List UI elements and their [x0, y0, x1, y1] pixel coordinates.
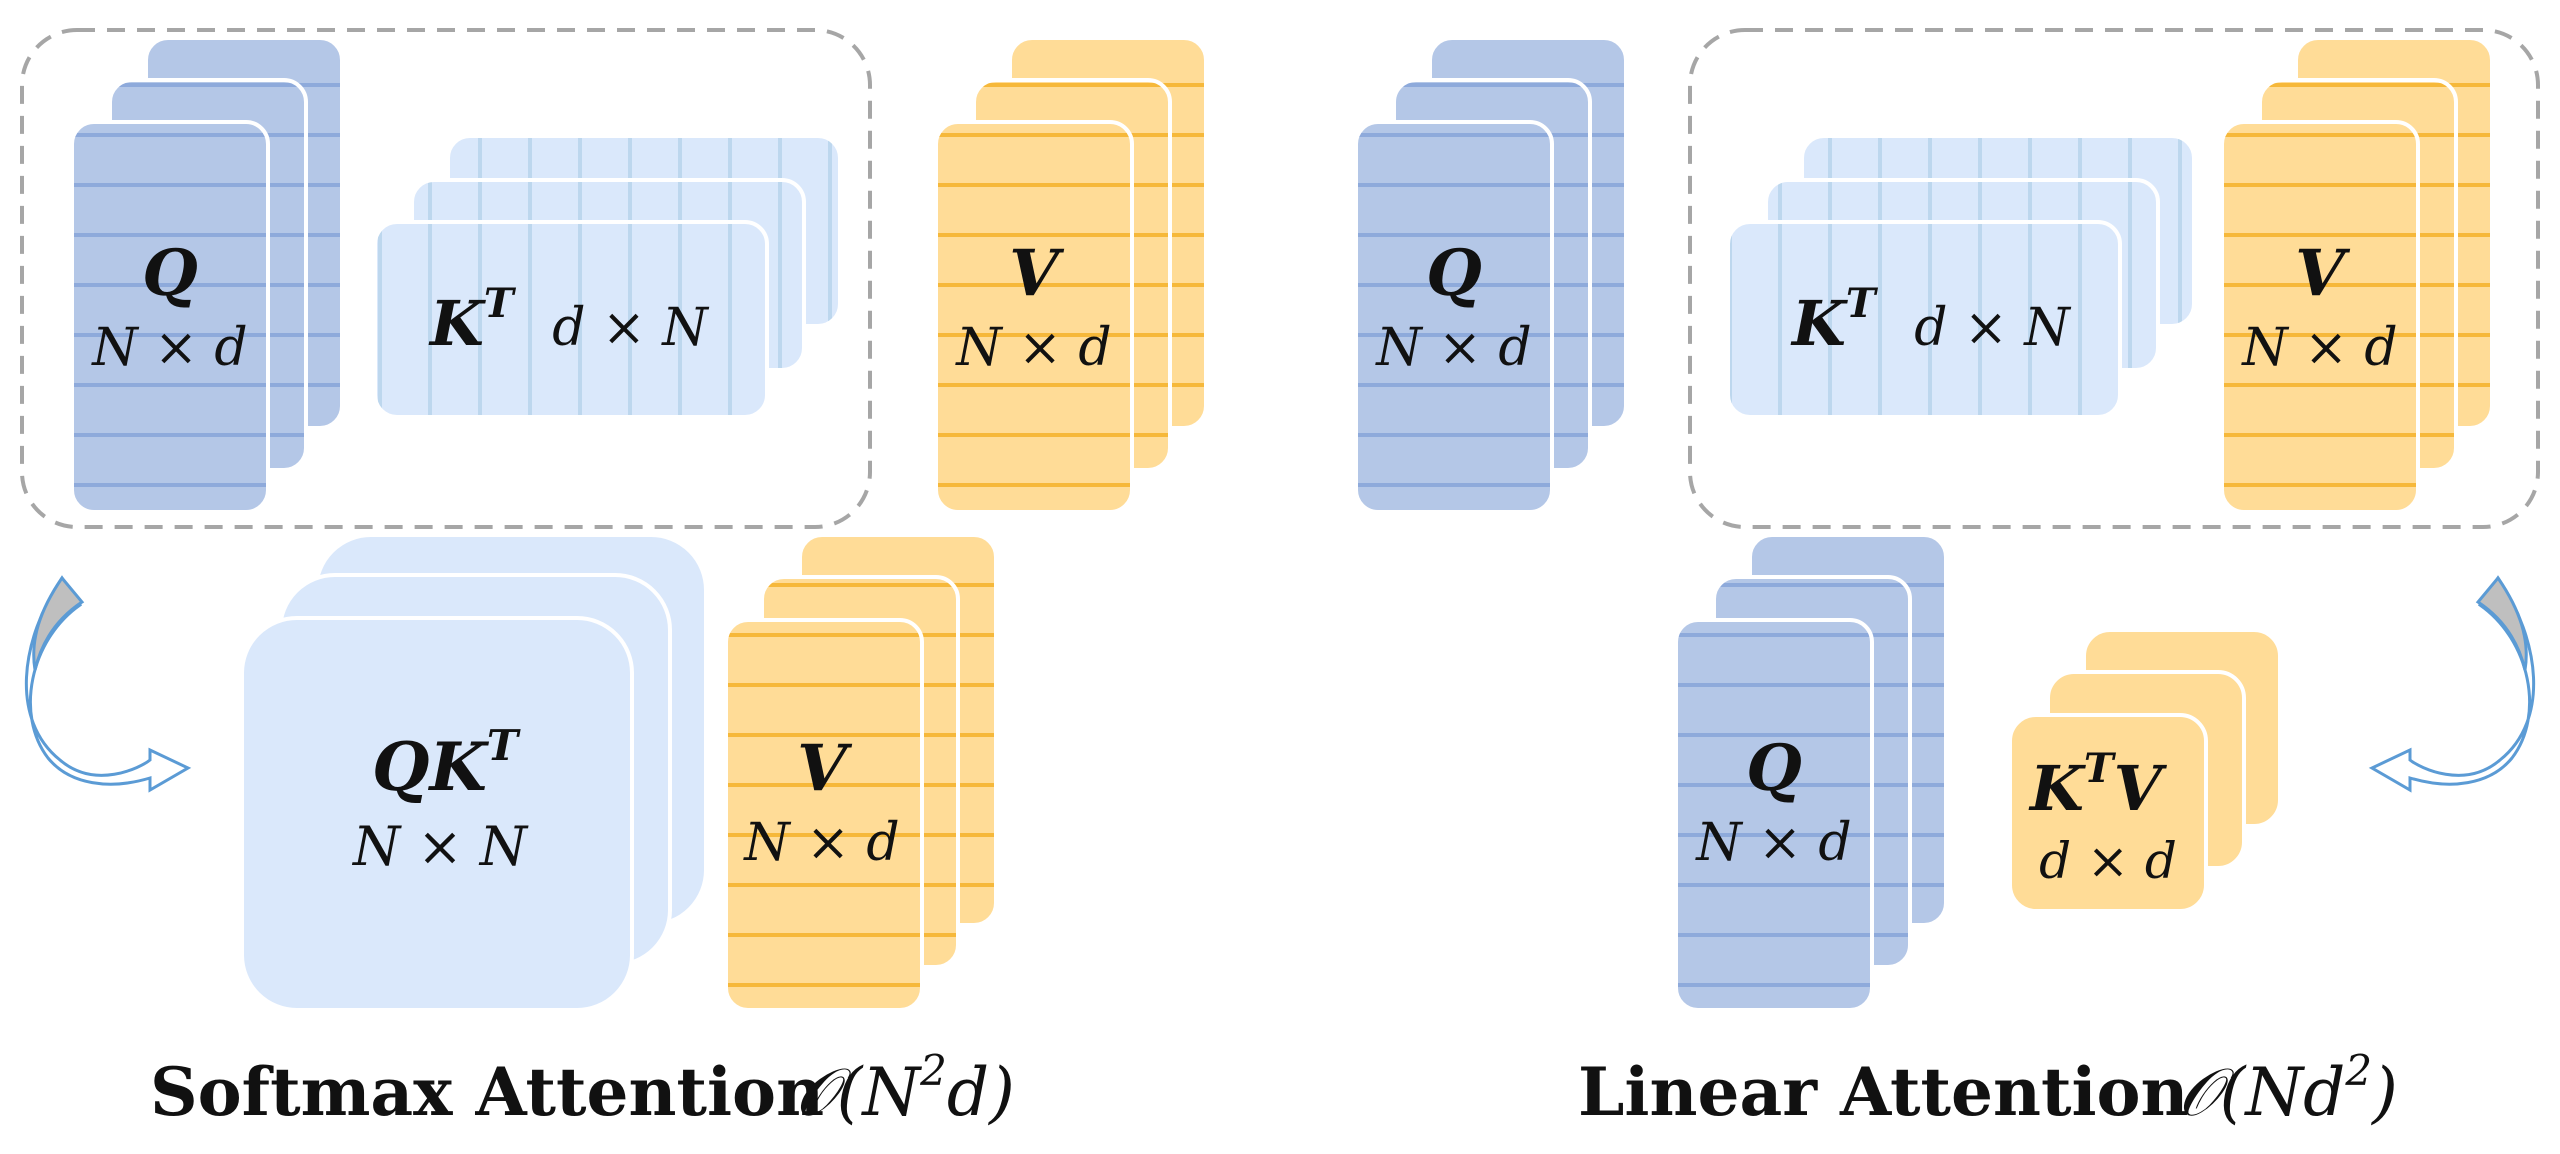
softmax-arrow-icon: [24, 575, 192, 793]
softmax-k-dim: d × N: [552, 298, 709, 358]
linear-v-name: V: [2295, 236, 2351, 311]
softmax-k-name: KT: [428, 280, 517, 360]
softmax-q-dim: N × d: [90, 318, 247, 378]
softmax-complexity: 𝒪(N2d): [795, 1046, 1015, 1131]
softmax-kt-stack: [373, 134, 842, 419]
linear-arrow-icon: [2368, 575, 2536, 793]
softmax-v2-dim: N × d: [742, 813, 899, 873]
linear-k-dim: d × N: [1914, 298, 2071, 358]
softmax-v-dim: N × d: [954, 318, 1111, 378]
linear-v-stack: [2220, 36, 2494, 514]
linear-q2-name: Q: [1746, 731, 1802, 806]
linear-complexity: 𝒪(Nd2): [2178, 1046, 2398, 1131]
softmax-q-stack: [70, 36, 344, 514]
softmax-title: Softmax Attention: [150, 1053, 824, 1131]
linear-ktv-dim: d × d: [2039, 832, 2177, 890]
linear-q-name: Q: [1426, 236, 1482, 311]
linear-k-name: KT: [1790, 280, 1879, 360]
softmax-v2-stack: [724, 533, 998, 1012]
softmax-qk-name: QKT: [372, 721, 521, 806]
softmax-q-name: Q: [142, 236, 198, 311]
softmax-v2-name: V: [797, 731, 853, 806]
softmax-v-name: V: [1009, 236, 1065, 311]
linear-v-dim: N × d: [2240, 318, 2397, 378]
linear-q2-stack: [1674, 533, 1948, 1012]
softmax-qkt-stack: [240, 533, 708, 1012]
linear-kt-stack: [1726, 134, 2196, 419]
linear-q2-dim: N × d: [1694, 813, 1851, 873]
linear-q-stack: [1354, 36, 1628, 514]
linear-ktv-stack: [2008, 628, 2282, 913]
softmax-qk-dim: N × N: [351, 815, 529, 878]
linear-group-box: [1688, 28, 2540, 529]
softmax-v-stack: [934, 36, 1208, 514]
linear-title: Linear Attention: [1578, 1053, 2189, 1131]
linear-ktv-name: KTV: [2028, 745, 2168, 825]
linear-q-dim: N × d: [1374, 318, 1531, 378]
softmax-group-box: [20, 28, 872, 529]
